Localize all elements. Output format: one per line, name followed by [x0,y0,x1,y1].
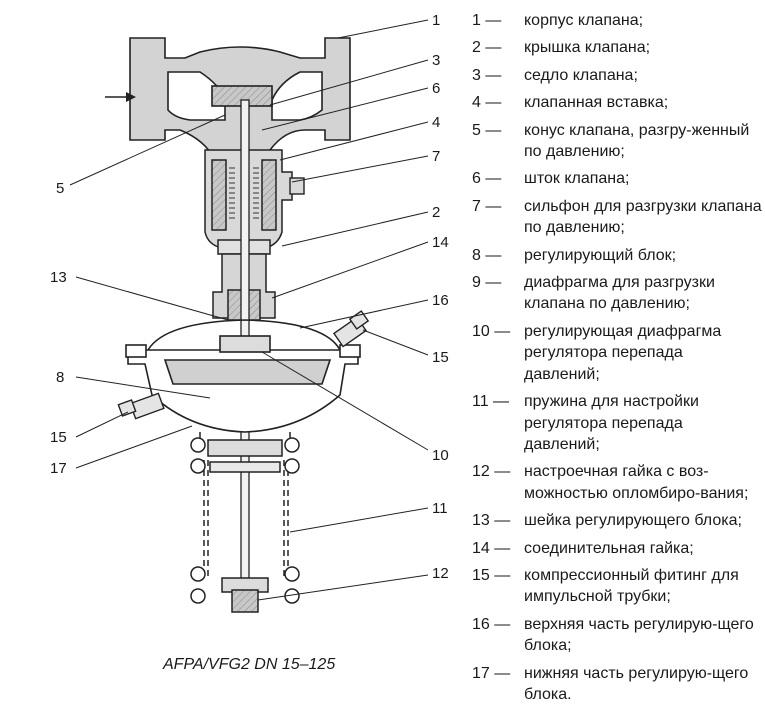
callout-4: 4 [432,114,440,131]
valve-section-drawing: 1 3 6 5 4 7 2 14 13 16 15 8 15 10 17 11 … [50,12,449,613]
legend-item: 8 — регулирующий блок; [472,245,762,266]
legend-text: компрессионный фитинг для импульсной тру… [524,566,739,606]
callout-5: 5 [56,180,64,197]
callout-12: 12 [432,565,449,582]
legend-text: регулирующий блок; [524,246,677,264]
valve-body [129,37,351,161]
callout-14: 14 [432,234,449,251]
legend-text: шейка регулирующего блока; [524,512,742,530]
callout-8: 8 [56,369,64,386]
legend-number: 17 — [472,664,511,682]
callout-15a: 15 [432,349,449,366]
legend-text: регулирующая диафрагма регулятора перепа… [524,322,722,383]
figure-caption: AFPA/VFG2 DN 15–125 [163,656,336,673]
callout-10: 10 [432,447,449,464]
bellows [229,167,259,219]
callout-2: 2 [432,204,440,221]
legend-item: 4 — клапанная вставка; [472,92,762,113]
callout-15b: 15 [50,429,67,446]
diaphragm-housing [125,319,361,433]
legend-number: 10 — [472,322,511,340]
legend-number: 2 — [472,39,502,57]
legend-number: 8 — [472,246,502,264]
legend-item: 6 — шток клапана; [472,168,762,189]
callout-7: 7 [432,148,440,165]
callout-1: 1 [432,12,440,29]
legend-item: 9 — диафрагма для разгрузки клапана по да… [472,272,762,315]
legend-item: 16 — верхняя часть регулирую-щего блока; [472,614,762,657]
legend-number: 11 — [472,393,510,411]
legend-list: 1 — корпус клапана; 2 — крышка клапана; 3 — с… [472,10,762,711]
legend-text: конус клапана, разгру-женный по давлению… [524,121,750,161]
legend-text: крышка клапана; [524,39,651,57]
legend-number: 5 — [472,121,502,139]
legend-number: 3 — [472,66,502,84]
legend-text: клапанная вставка; [524,94,669,112]
leader-lines [69,19,429,601]
legend-number: 9 — [472,274,502,292]
legend-number: 13 — [472,512,511,530]
legend-number: 14 — [472,539,511,557]
legend-number: 16 — [472,615,511,633]
legend-item: 2 — крышка клапана; [472,37,762,58]
legend-text: шток клапана; [524,170,630,188]
legend-text: корпус клапана; [524,12,644,29]
legend-number: 12 — [472,463,511,481]
legend-text: нижняя часть регулирую-щего блока. [524,664,749,703]
legend-item: 3 — седло клапана; [472,65,762,86]
legend-text: седло клапана; [524,66,638,84]
legend-item: 13 — шейка регулирующего блока; [472,510,762,531]
legend-item: 15 — компрессионный фитинг для импульсной… [472,565,762,608]
flow-arrow-icon [105,92,136,102]
legend-item: 10 — регулирующая диафрагма регулятора пе… [472,321,762,385]
legend-number: 15 — [472,566,511,584]
legend-number: 6 — [472,170,502,188]
legend-item: 7 — сильфон для разгрузки клапана по давл… [472,196,762,239]
legend-item: 1 — корпус клапана; [472,10,762,31]
legend-text: сильфон для разгрузки клапана по давлени… [524,197,762,237]
legend-item: 12 — настроечная гайка с воз-можностью оп… [472,461,762,504]
callout-6: 6 [432,80,440,97]
fitting-15-upper [332,310,370,348]
legend-number: 1 — [472,12,502,29]
callout-17: 17 [50,460,67,477]
legend-item: 14 — соединительная гайка; [472,538,762,559]
legend-item: 11 — пружина для настройки регулятора пер… [472,391,762,455]
callout-labels: 1 3 6 5 4 7 2 14 13 16 15 8 15 10 17 11 … [50,12,449,582]
legend-number: 7 — [472,197,502,215]
callout-3: 3 [432,52,440,69]
legend-text: верхняя часть регулирую-щего блока; [524,615,754,655]
legend-number: 4 — [472,94,502,112]
legend-text: диафрагма для разгрузки клапана по давле… [524,274,715,313]
legend-text: настроечная гайка с воз-можностью опломб… [524,463,749,502]
callout-11: 11 [432,500,448,517]
legend-item: 5 — конус клапана, разгру-женный по давле… [472,120,762,163]
callout-13: 13 [50,269,67,286]
callout-16: 16 [432,292,449,309]
fitting-15-lower [117,392,165,420]
spring-yoke [190,432,300,613]
legend-text: пружина для настройки регулятора перепад… [524,393,699,453]
legend-item: 17 — нижняя часть регулирую-щего блока. [472,663,762,706]
legend-text: соединительная гайка; [524,539,694,557]
